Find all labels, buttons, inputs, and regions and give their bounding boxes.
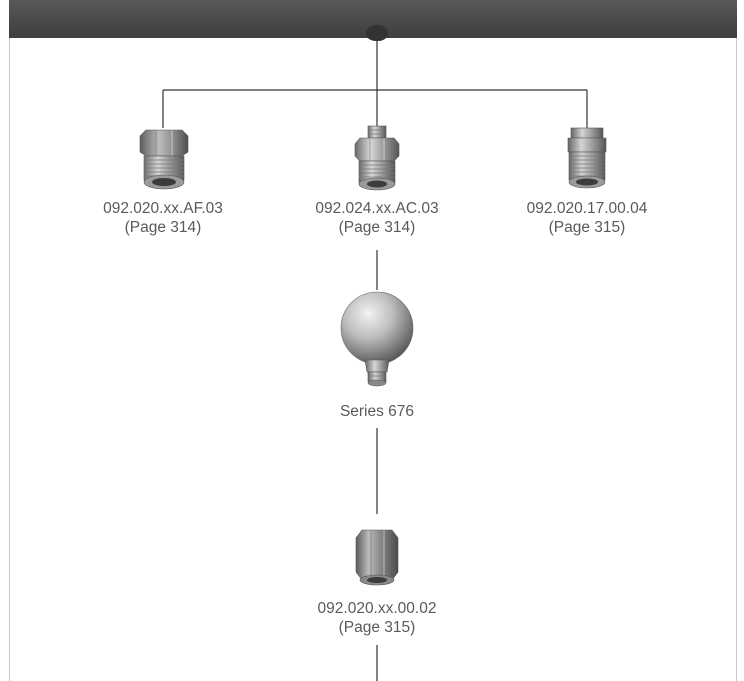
center-fitting-page: (Page 314) [338,219,416,236]
series-code: Series 676 [339,403,415,420]
left-fitting-code: 092.020.xx.AF.03 [103,200,223,217]
left-fitting-page: (Page 314) [124,219,202,236]
hex-adapter-fitting-icon [139,129,189,190]
right-fitting-code: 092.020.17.00.04 [526,200,648,217]
bottom-fitting-label: 092.020.xx.00.02 (Page 315) [282,599,472,637]
spherical-nozzle-icon [340,291,414,387]
center-fitting-label: 092.024.xx.AC.03 (Page 314) [282,199,472,237]
hex-male-adapter-icon [354,125,400,191]
hex-nut-icon [355,529,399,586]
right-fitting-page: (Page 315) [548,219,626,236]
bottom-fitting-page: (Page 315) [338,619,416,636]
connector-node-icon [366,25,388,41]
center-fitting-code: 092.024.xx.AC.03 [315,200,439,217]
series-label: Series 676 [282,402,472,421]
right-fitting-label: 092.020.17.00.04 (Page 315) [492,199,682,237]
threaded-bushing-icon [567,127,607,189]
page-frame [9,0,737,681]
left-fitting-label: 092.020.xx.AF.03 (Page 314) [68,199,258,237]
bottom-fitting-code: 092.020.xx.00.02 [317,600,437,617]
